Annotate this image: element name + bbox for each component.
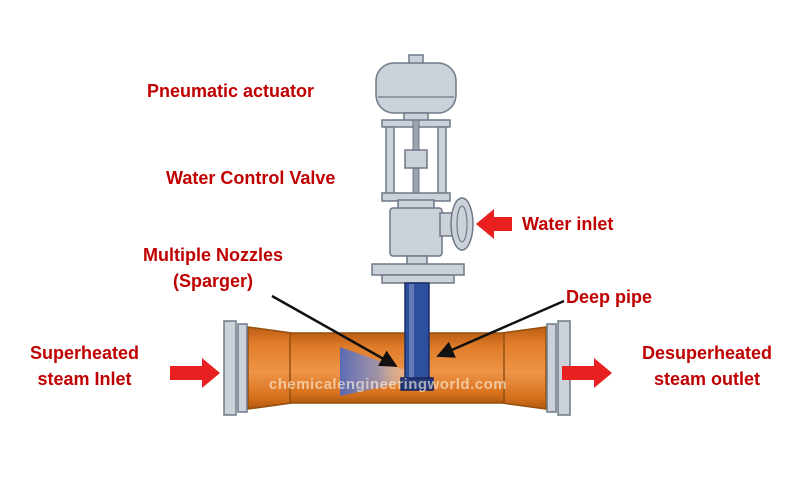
label-desuperheated-line1: Desuperheated (641, 343, 773, 363)
label-superheated-line1: Superheated (29, 343, 140, 363)
deep-pipe-highlight (409, 284, 414, 384)
pipe-reducer-right (501, 326, 547, 410)
steam-inlet-arrow-icon (170, 358, 220, 388)
label-desuperheated-steam-outlet: Desuperheated steam outlet (616, 340, 798, 392)
label-multiple-nozzles: Multiple Nozzles (Sparger) (118, 242, 308, 294)
label-multiple-nozzles-line2: (Sparger) (172, 271, 253, 291)
pipe-flange-left-outer (223, 320, 237, 416)
water-spray-cone (340, 347, 405, 396)
label-water-control-valve: Water Control Valve (166, 168, 336, 188)
nozzle-leader-arrow-icon (271, 294, 398, 368)
pipe-reducer-left (247, 326, 293, 410)
watermark-text: chemicalengineeringworld.com (268, 376, 508, 393)
mounting-flange-upper (371, 263, 465, 276)
label-superheated-steam-inlet: Superheated steam Inlet (2, 340, 167, 392)
yoke-left-leg (385, 126, 395, 198)
water-inlet-flange-rim (456, 205, 468, 243)
actuator-dome (375, 62, 457, 114)
mounting-flange-lower (381, 274, 455, 284)
label-deep-pipe: Deep pipe (566, 287, 653, 307)
label-water-inlet: Water inlet (522, 214, 614, 234)
sparger-nozzle (400, 377, 434, 391)
deep-pipe-leader-arrow-icon (436, 299, 565, 358)
yoke-right-leg (437, 126, 447, 198)
pipe-flange-left-inner (237, 323, 248, 413)
label-multiple-nozzles-line1: Multiple Nozzles (142, 245, 283, 265)
water-inlet-flange (450, 197, 474, 251)
label-superheated-line2: steam Inlet (37, 369, 132, 389)
water-inlet-arrow-icon (476, 209, 512, 239)
pipe-flange-right-inner (546, 323, 557, 413)
label-pneumatic-actuator: Pneumatic actuator (147, 81, 315, 101)
steam-outlet-arrow-icon (562, 358, 612, 388)
label-desuperheated-line2: steam outlet (653, 369, 761, 389)
valve-body (389, 207, 443, 257)
deep-pipe-tube (404, 282, 430, 386)
stem-coupling (404, 149, 428, 169)
